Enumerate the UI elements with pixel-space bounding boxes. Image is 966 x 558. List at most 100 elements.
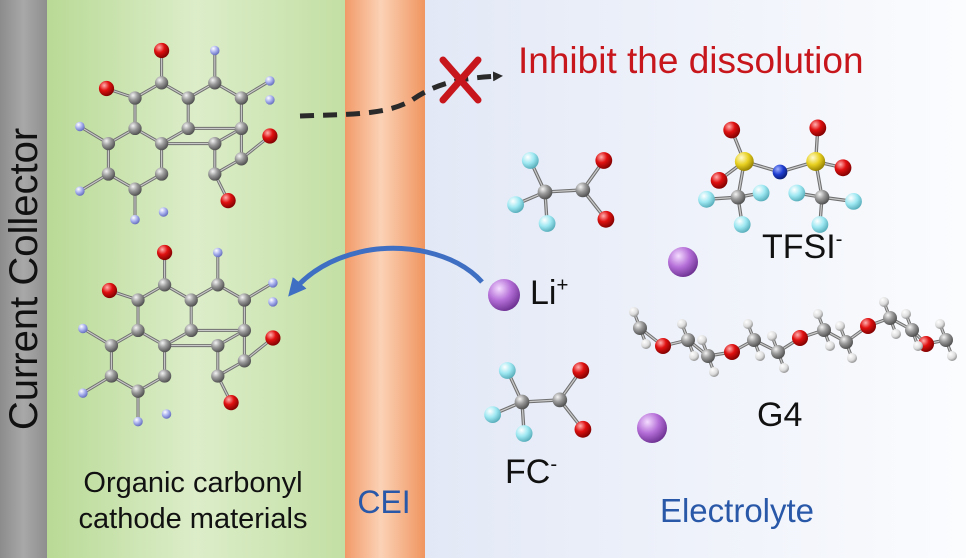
carbon-atom bbox=[154, 136, 169, 151]
fc-label: FC- bbox=[505, 453, 558, 491]
carbon-atom bbox=[701, 349, 715, 363]
hydrogen-atom bbox=[879, 297, 889, 307]
carbon-atom bbox=[104, 369, 119, 383]
carbon-atom bbox=[101, 167, 116, 181]
carbon-atom bbox=[184, 293, 198, 307]
hydrogen-atom bbox=[677, 319, 687, 329]
carbon-atom bbox=[181, 91, 195, 105]
carbon-atom bbox=[905, 323, 919, 337]
hydrogen-atom bbox=[265, 76, 275, 86]
hydrogen-atom bbox=[130, 214, 140, 225]
carbon-atom bbox=[237, 354, 252, 368]
oxygen-atom bbox=[98, 80, 115, 97]
carbon-atom bbox=[181, 121, 195, 136]
hydrogen-atom bbox=[901, 309, 911, 319]
carbon-atom bbox=[234, 91, 249, 105]
hydrogen-atom bbox=[947, 351, 957, 361]
hydrogen-atom bbox=[78, 388, 88, 398]
carbon-atom bbox=[157, 369, 172, 383]
hydrogen-atom bbox=[697, 335, 707, 345]
oxygen-atom bbox=[574, 420, 592, 438]
blocked-cross-icon bbox=[439, 56, 482, 104]
g4-label: G4 bbox=[757, 396, 803, 434]
hydrogen-atom bbox=[158, 207, 169, 217]
fluorine-atom bbox=[788, 184, 806, 202]
carbon-atom bbox=[211, 338, 225, 353]
carbon-atom bbox=[730, 189, 746, 205]
carbon-atom bbox=[237, 293, 252, 307]
carbon-atom bbox=[514, 394, 530, 410]
hydrogen-atom bbox=[709, 367, 719, 377]
fluorine-atom bbox=[515, 425, 533, 442]
hydrogen-atom bbox=[641, 339, 651, 349]
g4-molecule bbox=[629, 297, 957, 377]
oxygen-atom bbox=[597, 210, 615, 228]
fluorine-atom bbox=[521, 152, 539, 169]
hydrogen-atom bbox=[210, 45, 220, 56]
lithium-ion bbox=[488, 279, 520, 311]
lithium-ion bbox=[637, 413, 667, 443]
hydrogen-atom bbox=[779, 363, 789, 373]
hydrogen-atom bbox=[213, 247, 223, 258]
electrolyte-label: Electrolyte bbox=[659, 492, 815, 529]
carbon-atom bbox=[208, 136, 222, 151]
carbon-atom bbox=[771, 345, 785, 359]
hydrogen-atom bbox=[767, 331, 777, 341]
hydrogen-atom bbox=[689, 351, 699, 361]
oxygen-atom bbox=[723, 121, 741, 139]
hydrogen-atom bbox=[133, 416, 143, 427]
hydrogen-atom bbox=[825, 341, 835, 351]
oxygen-atom bbox=[724, 344, 740, 360]
oxygen-atom bbox=[157, 244, 173, 261]
fluorine-atom bbox=[811, 216, 829, 233]
fluorine-atom bbox=[538, 215, 556, 232]
current-collector-label: Current Collector bbox=[2, 127, 46, 431]
carbon-atom bbox=[814, 189, 830, 205]
carbon-atom bbox=[883, 311, 897, 325]
carbon-atom bbox=[128, 121, 142, 136]
oxygen-atom bbox=[860, 318, 876, 334]
oxygen-atom bbox=[262, 128, 278, 144]
oxygen-atom bbox=[572, 362, 590, 379]
current-collector bbox=[0, 0, 47, 558]
oxygen-atom bbox=[655, 338, 671, 354]
oxygen-atom bbox=[809, 119, 827, 137]
hydrogen-atom bbox=[847, 353, 857, 363]
hydrogen-atom bbox=[935, 319, 945, 329]
carbon-atom bbox=[131, 384, 145, 398]
carbon-atom bbox=[208, 76, 222, 90]
tfsi-anion-molecule bbox=[698, 119, 862, 233]
carbonyl-molecule-top bbox=[75, 42, 278, 225]
carbon-atom bbox=[237, 323, 252, 338]
fluorine-atom bbox=[752, 184, 770, 202]
carbon-atom bbox=[552, 392, 568, 408]
fluorine-atom bbox=[498, 362, 516, 379]
hydrogen-atom bbox=[75, 186, 85, 196]
hydrogen-atom bbox=[629, 307, 639, 317]
oxygen-atom bbox=[223, 395, 239, 411]
carbon-atom bbox=[101, 136, 116, 151]
lithium-ion bbox=[668, 247, 698, 277]
hydrogen-atom bbox=[268, 297, 278, 307]
carbon-atom bbox=[128, 182, 142, 196]
carbon-atom bbox=[184, 323, 198, 338]
lithium-ion-label: Li+ bbox=[530, 274, 569, 312]
carbon-atom bbox=[157, 338, 172, 353]
hydrogen-atom bbox=[743, 319, 753, 329]
oxygen-atom bbox=[834, 159, 852, 177]
fc-anion-molecule-bottom bbox=[484, 362, 592, 442]
oxygen-atom bbox=[265, 330, 281, 346]
oxygen-atom bbox=[101, 282, 118, 299]
cathode-materials-label: Organic carbonyl cathode materials bbox=[78, 467, 308, 536]
carbon-atom bbox=[234, 152, 249, 166]
hydrogen-atom bbox=[75, 121, 85, 132]
carbon-atom bbox=[939, 333, 953, 347]
hydrogen-atom bbox=[78, 323, 88, 334]
oxygen-atom bbox=[792, 330, 808, 346]
hydrogen-atom bbox=[891, 329, 901, 339]
carbon-atom bbox=[839, 335, 853, 349]
oxygen-atom bbox=[154, 42, 170, 59]
carbon-atom bbox=[817, 323, 831, 337]
cei-label: CEI bbox=[357, 484, 411, 520]
